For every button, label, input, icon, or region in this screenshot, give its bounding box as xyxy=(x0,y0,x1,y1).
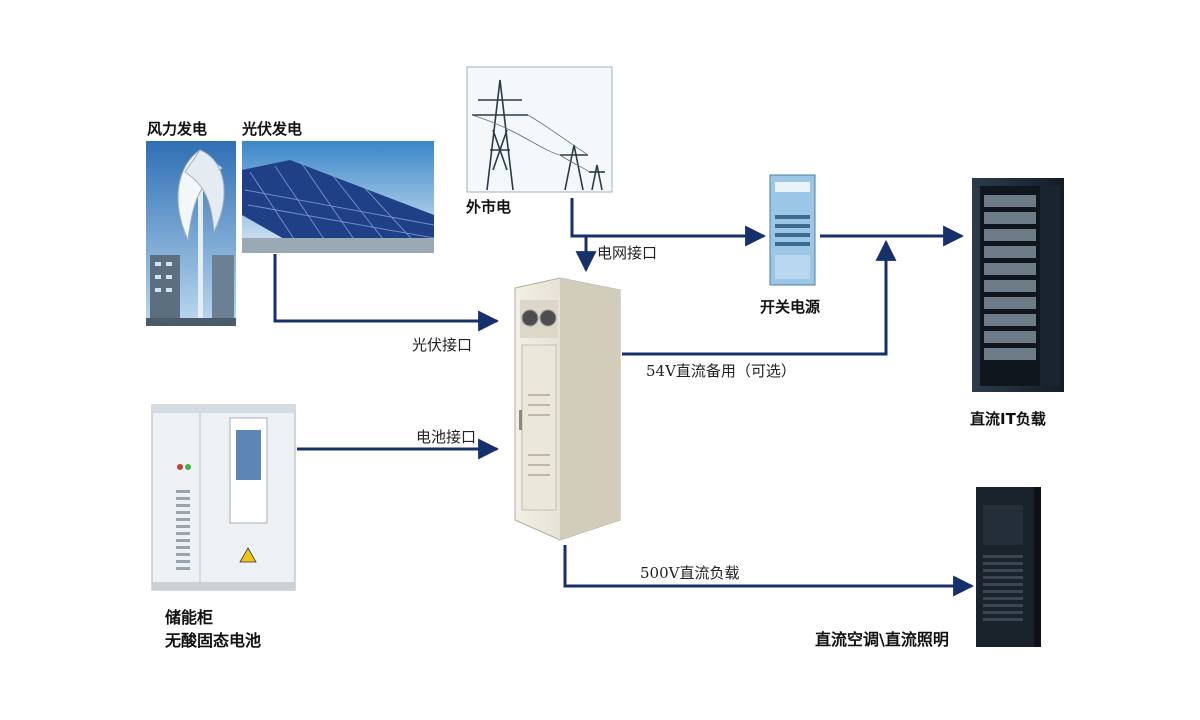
storage-cabinet-image xyxy=(151,404,296,591)
switch-psu-label: 开关电源 xyxy=(760,298,821,316)
power-tower-image xyxy=(466,66,613,193)
pv-port-label: 光伏接口 xyxy=(412,336,473,354)
central-cabinet-image xyxy=(514,277,621,541)
dc500-load-label: 500V直流负载 xyxy=(640,564,740,582)
battery-port-label: 电池接口 xyxy=(416,428,477,446)
solar-panel-image xyxy=(242,141,435,253)
switch-psu-image xyxy=(769,174,816,286)
grid-power-label: 外市电 xyxy=(466,198,512,216)
wind-power-label: 风力发电 xyxy=(147,120,208,138)
dc54-backup-line xyxy=(622,239,897,356)
it-rack-image xyxy=(972,178,1064,392)
dc54-backup-label: 54V直流备用（可选） xyxy=(646,362,796,380)
storage-label: 储能柜 xyxy=(165,608,214,627)
grid-port-label: 电网接口 xyxy=(597,244,658,262)
it-load-label: 直流IT负载 xyxy=(970,410,1046,428)
connection-lines xyxy=(273,198,975,597)
dc-ac-unit-image xyxy=(976,487,1041,647)
solar-power-label: 光伏发电 xyxy=(242,120,303,138)
wind-turbine-image xyxy=(146,141,236,326)
battery-type-label: 无酸固态电池 xyxy=(165,631,262,650)
ac-light-label: 直流空调\直流照明 xyxy=(815,630,949,649)
grid-to-cabinet-line xyxy=(570,198,597,273)
pv-to-cabinet-line xyxy=(273,254,500,332)
dc500-line xyxy=(563,545,975,597)
